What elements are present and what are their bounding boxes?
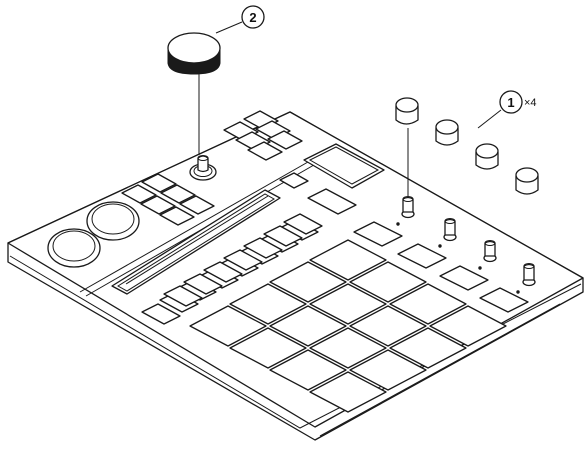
pad: [389, 283, 467, 325]
pad: [309, 327, 387, 369]
small-knob-cap-3: [475, 143, 499, 170]
button-block-right: [223, 110, 303, 161]
drum-pad-grid: [189, 239, 507, 413]
small-knob-cap-4: [515, 167, 539, 195]
pad: [429, 305, 507, 347]
pad: [189, 305, 267, 347]
screen-side-buttons: [279, 172, 357, 215]
knob-shaft-2: [438, 218, 457, 248]
left-column-buttons: [141, 213, 323, 325]
display-screen: [303, 143, 385, 189]
pad: [309, 239, 387, 281]
callout-1-quantity: ×4: [524, 97, 537, 109]
right-button-row: [353, 221, 529, 313]
small-knob-caps: [395, 97, 539, 196]
small-knob-cap-2: [435, 119, 459, 146]
round-button-right: [86, 201, 140, 241]
knob-shaft-4: [516, 263, 536, 294]
pad: [229, 327, 307, 369]
pad: [269, 305, 347, 347]
knob-shaft-3: [478, 240, 497, 270]
pad: [349, 349, 427, 391]
main-knob-shaft: [189, 155, 217, 181]
pad: [229, 283, 307, 325]
pad: [309, 371, 387, 413]
callout-2: 2: [215, 5, 265, 34]
button-block-left: [121, 173, 215, 226]
pad: [349, 261, 427, 303]
pad: [309, 283, 387, 325]
pad: [269, 349, 347, 391]
pad: [269, 261, 347, 303]
big-knob-cap: [167, 32, 221, 155]
callout-1: 1 ×4: [477, 90, 537, 129]
round-button-left: [47, 228, 101, 268]
callout-2-label: 2: [249, 10, 256, 25]
knob-shafts: [396, 196, 536, 294]
touch-strip: [111, 189, 281, 295]
left-control-panel: [47, 110, 357, 325]
callout-1-label: 1: [507, 95, 514, 110]
pad: [389, 327, 467, 369]
pad: [349, 305, 427, 347]
knob-shaft-1: [396, 196, 415, 226]
small-knob-cap-1: [395, 97, 419, 196]
